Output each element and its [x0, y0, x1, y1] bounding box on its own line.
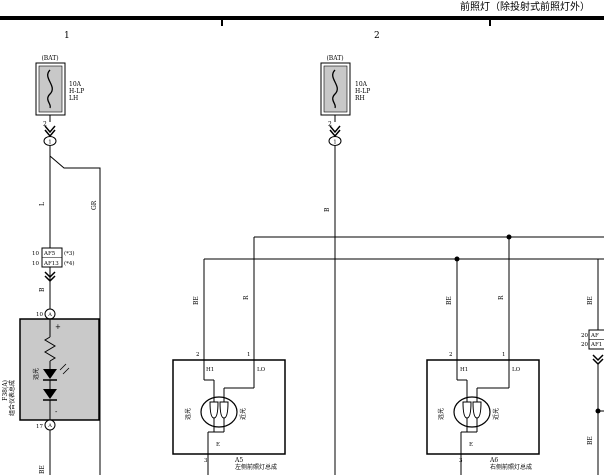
meter-minus: - — [55, 408, 58, 416]
meter-id: F38(A) — [2, 380, 9, 401]
wire-label-be: BE — [39, 465, 46, 474]
terminal-lo: LO — [512, 367, 521, 373]
fuse-body — [323, 65, 348, 113]
headlight-a6: BE R 2 1 H1 LO 远光 近光 E 3 A6 右侧前照灯总成 — [426, 237, 540, 471]
led-light-rays-icon — [59, 363, 70, 375]
terminal-h1: H1 — [460, 367, 468, 373]
connector-oval — [43, 136, 57, 146]
meter-conn-bottom: A — [47, 423, 52, 429]
column-number-1: 1 — [64, 31, 70, 41]
splice-pin-1: 10 — [32, 251, 39, 257]
fuse-side: LH — [69, 95, 78, 102]
fuse-name: H-LP — [355, 88, 370, 95]
splice-connector: 10 AF5 (*3) 10 AF13 (*4) — [32, 247, 75, 283]
pin-e: 3 — [204, 458, 208, 464]
resistor-icon — [44, 336, 56, 362]
connector-number: 1 — [48, 140, 52, 146]
fuse-name: H-LP — [69, 88, 84, 95]
led-icon — [43, 369, 57, 379]
combination-meter: 10 A + 远光 - 17 A F38(A) 组合仪表总成 — [2, 308, 100, 431]
wire-label-be: BE — [193, 296, 200, 305]
meter-body — [19, 318, 100, 421]
meter-name: 组合仪表总成 — [8, 380, 16, 416]
page-title: 前照灯（除投射式前照灯外） — [460, 0, 590, 13]
edge-connector: BE 20 20 AF AF1 BE — [581, 259, 604, 475]
pin-h1: 2 — [449, 352, 453, 358]
splice-pin-2: 10 — [32, 261, 39, 267]
fuse-pin: 2 — [328, 121, 332, 128]
meter-plus: + — [55, 323, 61, 331]
meter-pin-bottom: 17 — [36, 424, 43, 430]
meter-led-label: 远光 — [32, 368, 40, 380]
headlight-id: A6 — [489, 457, 498, 464]
fuse-rating: 10A — [355, 81, 368, 88]
fuse-body — [38, 65, 63, 113]
connector-number: 1 — [333, 140, 337, 146]
fuse-h-lp-lh: (BAT) 10A H-LP LH 2 1 — [35, 55, 84, 146]
headlight-body — [172, 359, 286, 455]
wire-label-l: L — [39, 202, 46, 206]
wire-label-gr: GR — [91, 200, 98, 210]
splice-conn-2: AF13 — [43, 261, 59, 267]
connector-arrow-icon — [592, 354, 604, 366]
meter-conn-top: A — [47, 312, 52, 318]
fuse-supply-label: (BAT) — [41, 55, 58, 62]
headlight-name: 左侧前照灯总成 — [235, 463, 277, 471]
fuse-element-icon — [47, 69, 53, 109]
edge-conn-1: AF — [590, 333, 599, 339]
far-beam-label: 远光 — [437, 408, 445, 420]
fuse-element-icon — [332, 69, 338, 109]
headlight-a5: BE R 2 1 H1 LO 远光 近光 E 3 A5 左侧前照灯总成 — [172, 237, 286, 471]
near-beam-label: 近光 — [239, 408, 247, 420]
diode-icon — [43, 389, 57, 399]
headlight-id: A5 — [234, 457, 243, 464]
filament-icon — [462, 401, 472, 419]
bulb-icon — [453, 396, 491, 428]
wire-label-be: BE — [446, 296, 453, 305]
edge-conn-2: AF1 — [590, 342, 602, 348]
fuse-rating: 10A — [69, 81, 82, 88]
pin-lo: 1 — [247, 352, 251, 358]
meter-pin-top: 10 — [36, 312, 43, 318]
wire-label-b: B — [39, 287, 46, 292]
pin-lo: 1 — [502, 352, 506, 358]
wire-gr — [49, 155, 101, 475]
wire-label-be: BE — [587, 296, 594, 305]
splice-note-2: (*4) — [64, 260, 75, 267]
pin-h1: 2 — [196, 352, 200, 358]
wire-label-r: R — [498, 295, 505, 300]
connector-arrow-icon — [329, 125, 341, 138]
fuse-side: RH — [355, 95, 365, 102]
terminal-e: E — [216, 442, 220, 448]
terminal-e: E — [469, 442, 473, 448]
fuse-pin: 2 — [43, 121, 47, 128]
filament-icon — [209, 401, 219, 419]
edge-pin-1: 20 — [581, 333, 588, 339]
fuse-supply-label: (BAT) — [326, 55, 343, 62]
wire-label-b: B — [324, 207, 331, 212]
filament-icon — [472, 401, 482, 419]
wire-label-be: BE — [587, 436, 594, 445]
filament-icon — [219, 401, 229, 419]
splice-note-1: (*3) — [64, 250, 75, 257]
terminal-lo: LO — [257, 367, 266, 373]
connector-oval — [328, 136, 342, 146]
headlight-body — [426, 359, 540, 455]
column-number-2: 2 — [374, 31, 380, 41]
edge-pin-2: 20 — [581, 342, 588, 348]
splice-conn-1: AF5 — [43, 251, 56, 257]
connector-arrow-icon — [44, 125, 56, 138]
headlight-name: 右侧前照灯总成 — [490, 463, 532, 471]
terminal-h1: H1 — [206, 367, 214, 373]
wire-label-r: R — [243, 295, 250, 300]
fuse-h-lp-rh: (BAT) 10A H-LP RH 2 1 — [320, 55, 370, 146]
near-beam-label: 近光 — [492, 408, 500, 420]
far-beam-label: 远光 — [184, 408, 192, 420]
bulb-icon — [200, 396, 238, 428]
